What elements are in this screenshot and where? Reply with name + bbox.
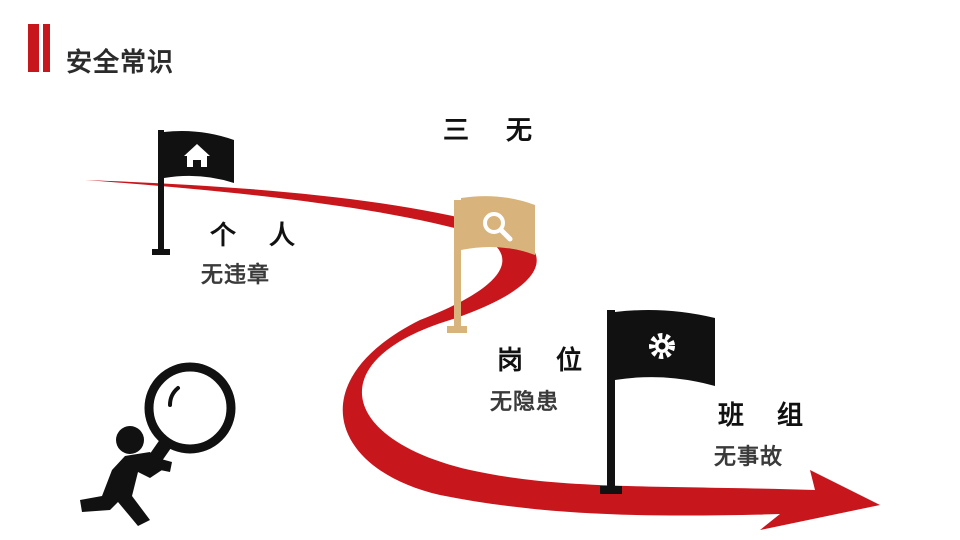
magnifier-person-illustration: [80, 367, 231, 526]
flag-base: [447, 326, 467, 333]
flag-pole: [454, 200, 461, 330]
stage-post-title: 岗 位: [497, 340, 594, 377]
person-body: [80, 452, 162, 526]
stage-personal-title: 个 人: [210, 215, 307, 252]
flag-base: [152, 249, 170, 255]
flag-base: [600, 486, 622, 494]
flag-pole: [158, 130, 164, 252]
stage-personal-subtitle: 无违章: [201, 257, 270, 289]
flag-team: [600, 310, 715, 494]
flag-cloth: [461, 196, 535, 255]
stage-team-subtitle: 无事故: [714, 439, 783, 471]
flag-pole: [607, 310, 615, 490]
diagram-heading: 三 无: [443, 110, 546, 147]
person-head: [116, 426, 144, 454]
magnifier-ring: [149, 367, 231, 449]
stage-team-title: 班 组: [718, 395, 815, 432]
stage-post-subtitle: 无隐患: [490, 384, 559, 416]
